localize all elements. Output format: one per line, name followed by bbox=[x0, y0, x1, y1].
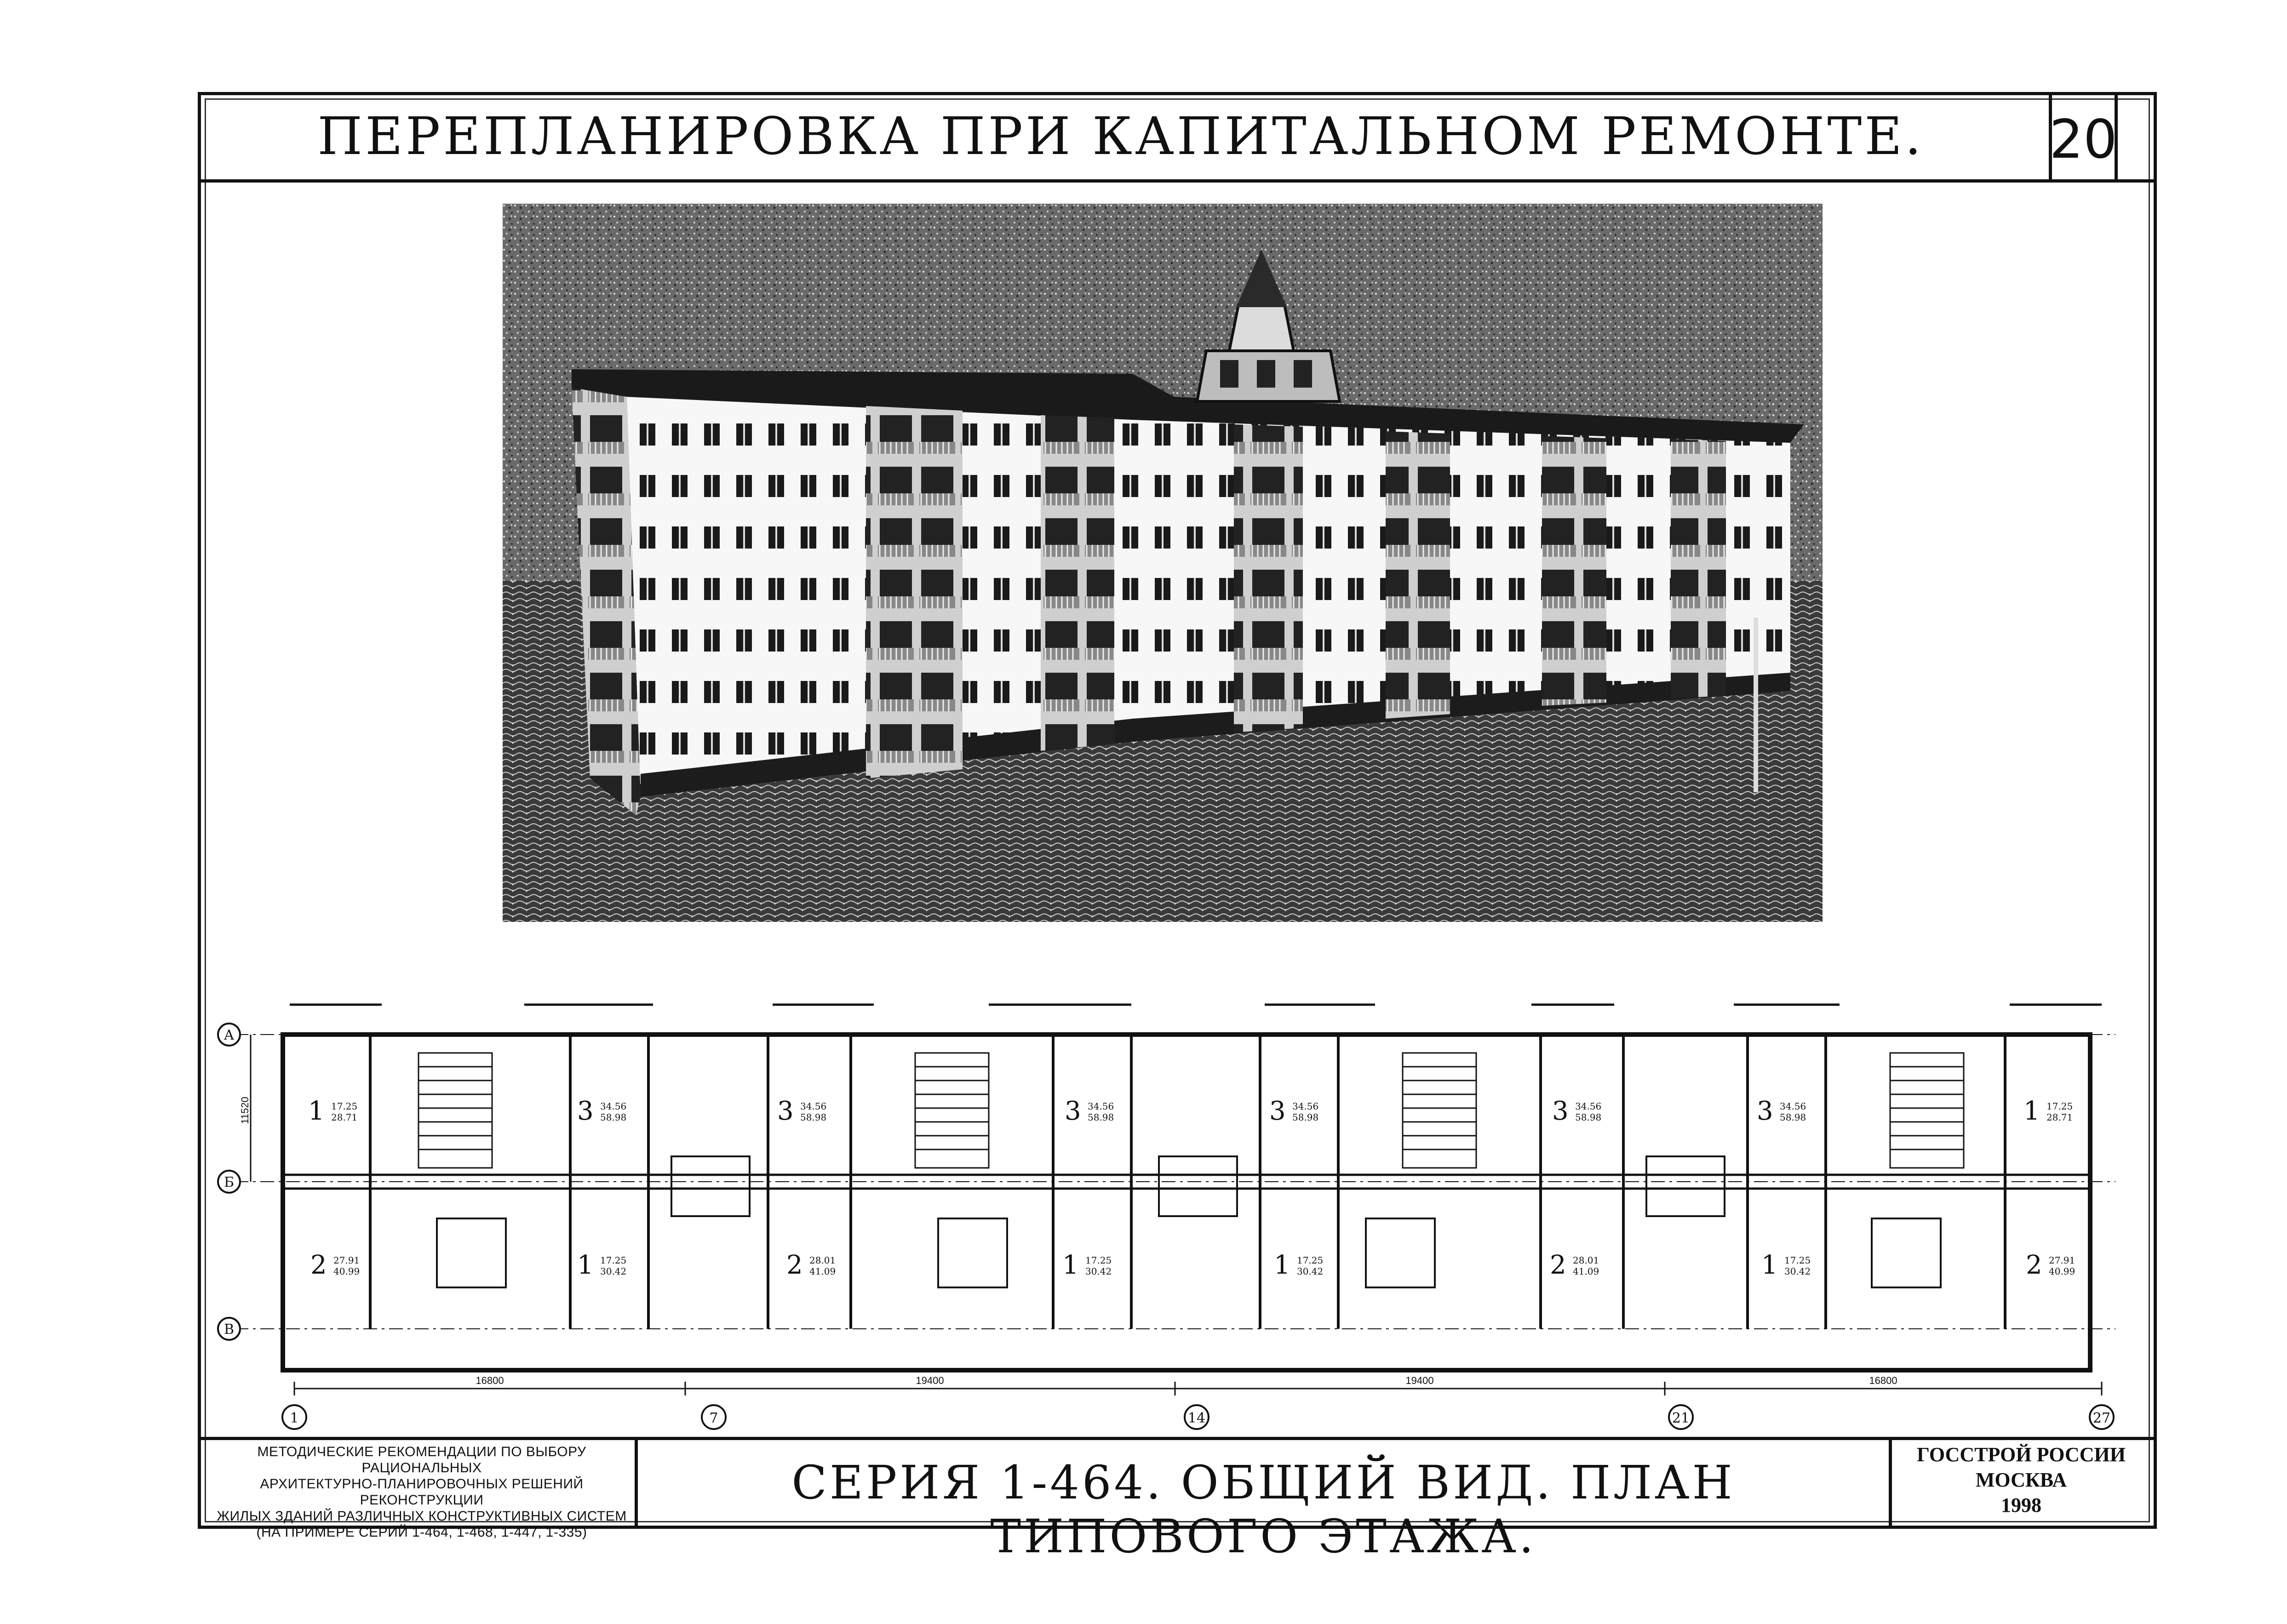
axis-label-14: 14 bbox=[1188, 1410, 1205, 1426]
description-line-3: ЖИЛЫХ ЗДАНИЙ РАЗЛИЧНЫХ КОНСТРУКТИВНЫХ СИ… bbox=[217, 1509, 627, 1524]
axis-label-27: 27 bbox=[2093, 1410, 2110, 1426]
svg-text:30.42: 30.42 bbox=[600, 1266, 626, 1277]
svg-text:58.98: 58.98 bbox=[1292, 1112, 1318, 1123]
sheet-title: ПЕРЕПЛАНИРОВКА ПРИ КАПИТАЛЬНОМ РЕМОНТЕ. bbox=[317, 107, 1924, 166]
title-block bbox=[201, 1437, 2154, 1526]
svg-text:58.98: 58.98 bbox=[1780, 1112, 1806, 1123]
svg-text:58.98: 58.98 bbox=[1088, 1112, 1114, 1123]
apt-bottom-2: 1 17.25 30.42 bbox=[577, 1250, 626, 1280]
svg-text:1: 1 bbox=[2023, 1096, 2040, 1126]
axis-label-7: 7 bbox=[709, 1410, 718, 1426]
publisher-year: 1998 bbox=[2001, 1494, 2041, 1516]
svg-text:1: 1 bbox=[577, 1250, 594, 1280]
typical-floor-plan: А Б В 1 7 14 21 27 16800 19400 19400 168… bbox=[217, 1003, 2115, 1430]
svg-text:27.91: 27.91 bbox=[2049, 1255, 2075, 1266]
svg-text:3: 3 bbox=[1065, 1096, 1081, 1126]
svg-text:17.25: 17.25 bbox=[2046, 1101, 2073, 1112]
svg-text:28.01: 28.01 bbox=[809, 1255, 836, 1266]
svg-text:34.56: 34.56 bbox=[1575, 1101, 1601, 1112]
dimension-4: 16800 bbox=[1869, 1375, 1897, 1386]
title-row bbox=[201, 95, 2154, 183]
dimension-3: 19400 bbox=[1405, 1375, 1433, 1386]
svg-text:1: 1 bbox=[1761, 1250, 1778, 1280]
axis-label-1: 1 bbox=[290, 1410, 298, 1426]
apt-top-2: 3 34.56 58.98 bbox=[577, 1096, 626, 1126]
svg-text:2: 2 bbox=[1550, 1250, 1566, 1280]
description-line-2: АРХИТЕКТУРНО-ПЛАНИРОВОЧНЫХ РЕШЕНИЙ РЕКОН… bbox=[260, 1476, 584, 1508]
building-rendering-photo bbox=[503, 204, 1823, 922]
dimension-1: 16800 bbox=[476, 1375, 504, 1386]
apt-bottom-5: 1 17.25 30.42 bbox=[1274, 1250, 1323, 1280]
svg-text:34.56: 34.56 bbox=[1780, 1101, 1806, 1112]
apt-bottom-7: 1 17.25 30.42 bbox=[1761, 1250, 1811, 1280]
svg-text:3: 3 bbox=[777, 1096, 794, 1126]
svg-text:28.71: 28.71 bbox=[2046, 1112, 2073, 1123]
description-line-1: МЕТОДИЧЕСКИЕ РЕКОМЕНДАЦИИ ПО ВЫБОРУ РАЦИ… bbox=[257, 1444, 586, 1475]
apt-bottom-1: 2 27.91 40.99 bbox=[310, 1250, 360, 1280]
publisher-city: МОСКВА bbox=[1975, 1469, 2067, 1491]
axis-label-21: 21 bbox=[1672, 1410, 1690, 1426]
title-block-right-cell bbox=[1889, 1440, 2154, 1526]
svg-text:34.56: 34.56 bbox=[800, 1101, 826, 1112]
svg-text:58.98: 58.98 bbox=[800, 1112, 826, 1123]
page-number-box bbox=[2049, 95, 2118, 183]
svg-text:3: 3 bbox=[577, 1096, 594, 1126]
svg-text:41.09: 41.09 bbox=[809, 1266, 836, 1277]
publisher-info: ГОССТРОЙ РОССИИ МОСКВА 1998 bbox=[1892, 1442, 2150, 1518]
svg-text:34.56: 34.56 bbox=[1088, 1101, 1114, 1112]
axis-label-v: В bbox=[224, 1321, 234, 1338]
apt-top-1: 1 17.25 28.71 bbox=[308, 1096, 357, 1126]
apt-top-3: 3 34.56 58.98 bbox=[777, 1096, 826, 1126]
svg-text:34.56: 34.56 bbox=[1292, 1101, 1318, 1112]
apt-bottom-8: 2 27.91 40.99 bbox=[2026, 1250, 2075, 1280]
svg-text:3: 3 bbox=[1269, 1096, 1286, 1126]
svg-text:28.01: 28.01 bbox=[1573, 1255, 1599, 1266]
svg-text:17.25: 17.25 bbox=[331, 1101, 357, 1112]
apt-bottom-4: 1 17.25 30.42 bbox=[1062, 1250, 1112, 1280]
svg-text:1: 1 bbox=[1062, 1250, 1079, 1280]
svg-text:17.25: 17.25 bbox=[1784, 1255, 1811, 1266]
axis-label-a: А bbox=[224, 1027, 235, 1043]
svg-text:40.99: 40.99 bbox=[2049, 1266, 2075, 1277]
apt-top-7: 3 34.56 58.98 bbox=[1757, 1096, 1806, 1126]
description-line-4: (НА ПРИМЕРЕ СЕРИЙ 1-464, 1-468, 1-447, 1… bbox=[256, 1525, 587, 1540]
dimension-2: 19400 bbox=[916, 1375, 944, 1386]
svg-text:1: 1 bbox=[1274, 1250, 1290, 1280]
side-dimension: 11520 bbox=[239, 1097, 251, 1124]
page-number: 20 bbox=[2049, 109, 2117, 171]
svg-text:30.42: 30.42 bbox=[1085, 1266, 1112, 1277]
apt-top-6: 3 34.56 58.98 bbox=[1552, 1096, 1601, 1126]
svg-text:58.98: 58.98 bbox=[600, 1112, 626, 1123]
sheet-frame-inner bbox=[205, 98, 2150, 1522]
apt-top-8: 1 17.25 28.71 bbox=[2023, 1096, 2073, 1126]
svg-text:17.25: 17.25 bbox=[600, 1255, 626, 1266]
apt-top-4: 3 34.56 58.98 bbox=[1065, 1096, 1114, 1126]
svg-text:34.56: 34.56 bbox=[600, 1101, 626, 1112]
svg-text:3: 3 bbox=[1552, 1096, 1569, 1126]
svg-text:2: 2 bbox=[786, 1250, 803, 1280]
svg-text:27.91: 27.91 bbox=[333, 1255, 360, 1266]
svg-text:30.42: 30.42 bbox=[1297, 1266, 1323, 1277]
title-block-left-cell bbox=[201, 1440, 638, 1526]
publisher-name: ГОССТРОЙ РОССИИ bbox=[1916, 1443, 2126, 1466]
svg-text:3: 3 bbox=[1757, 1096, 1773, 1126]
apt-bottom-3: 2 28.01 41.09 bbox=[786, 1250, 836, 1280]
svg-text:1: 1 bbox=[308, 1096, 325, 1126]
svg-text:2: 2 bbox=[310, 1250, 327, 1280]
sheet-subtitle: СЕРИЯ 1-464. ОБЩИЙ ВИД. ПЛАН ТИПОВОГО ЭТ… bbox=[791, 1456, 1735, 1563]
axis-label-b: Б bbox=[224, 1174, 234, 1190]
svg-text:28.71: 28.71 bbox=[331, 1112, 357, 1123]
sheet-frame bbox=[198, 92, 2157, 1529]
svg-text:30.42: 30.42 bbox=[1784, 1266, 1811, 1277]
svg-text:58.98: 58.98 bbox=[1575, 1112, 1601, 1123]
svg-text:17.25: 17.25 bbox=[1297, 1255, 1323, 1266]
apt-bottom-6: 2 28.01 41.09 bbox=[1550, 1250, 1599, 1280]
svg-text:40.99: 40.99 bbox=[333, 1266, 360, 1277]
svg-text:41.09: 41.09 bbox=[1573, 1266, 1599, 1277]
document-description: МЕТОДИЧЕСКИЕ РЕКОМЕНДАЦИИ ПО ВЫБОРУ РАЦИ… bbox=[208, 1444, 636, 1540]
apt-top-5: 3 34.56 58.98 bbox=[1269, 1096, 1318, 1126]
svg-text:2: 2 bbox=[2026, 1250, 2042, 1280]
svg-text:17.25: 17.25 bbox=[1085, 1255, 1112, 1266]
